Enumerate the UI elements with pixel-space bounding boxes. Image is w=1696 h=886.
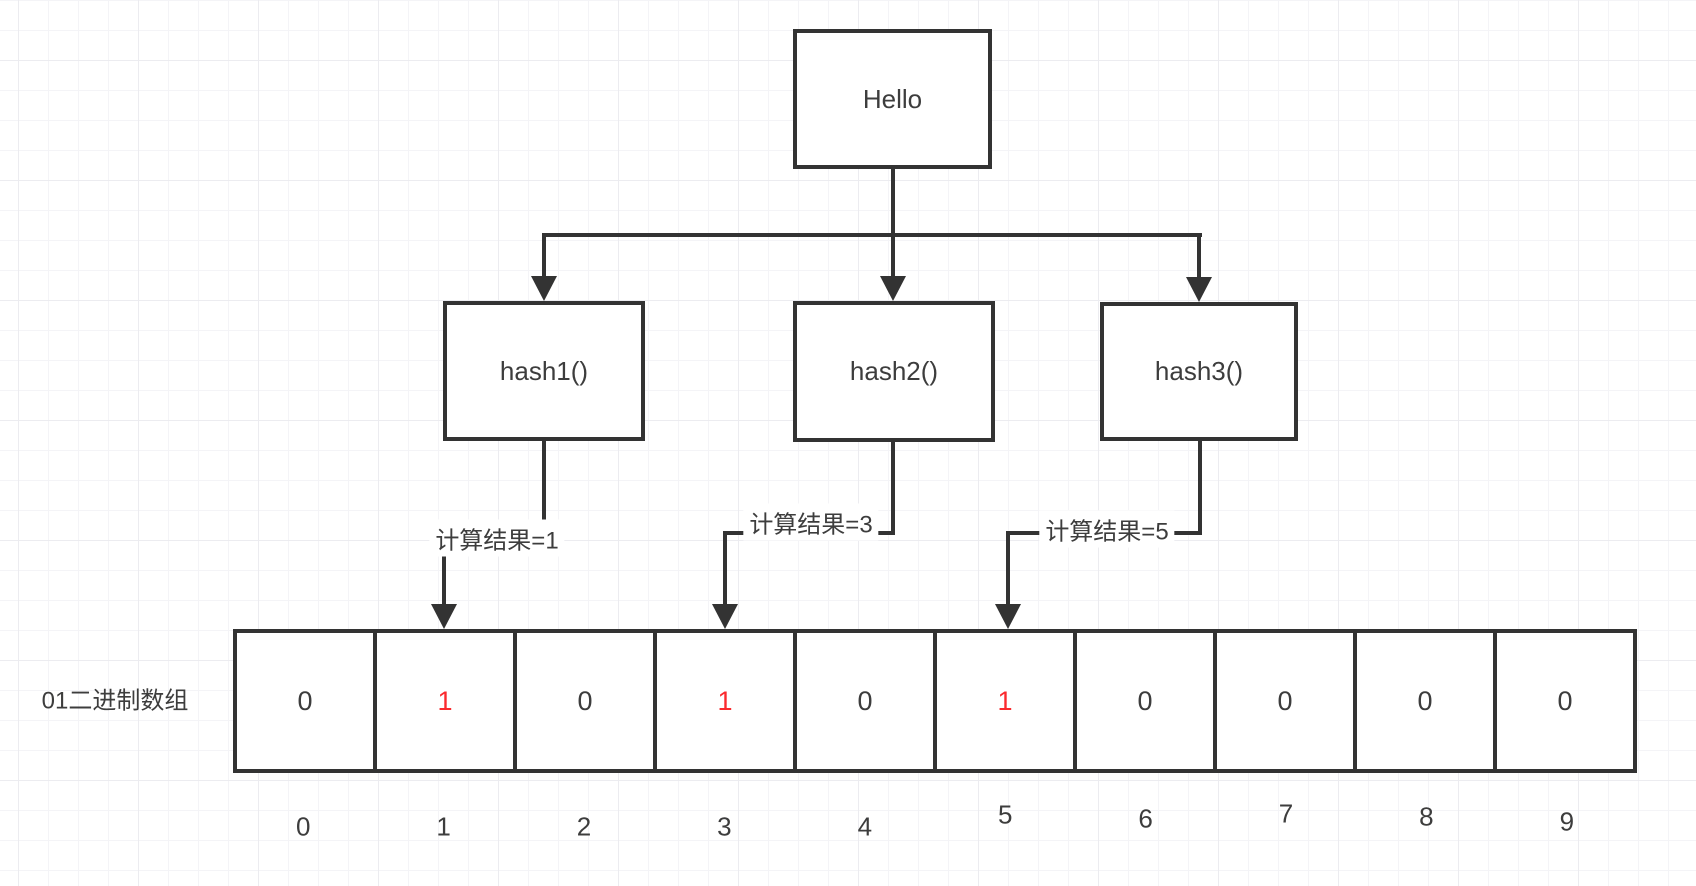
hash1-result-label: 计算结果=1 bbox=[429, 519, 565, 557]
hello-box-label: Hello bbox=[862, 83, 923, 114]
bit-array: 0 1 0 1 0 1 0 0 0 0 bbox=[233, 629, 1637, 773]
hash3-box-label: hash3() bbox=[1154, 356, 1244, 386]
bit-cell-2: 0 bbox=[513, 633, 653, 769]
bit-cell-1: 1 bbox=[373, 633, 513, 769]
bit-cell-value: 0 bbox=[297, 685, 313, 716]
hash2-connector-v1 bbox=[891, 442, 895, 535]
bit-cell-3: 1 bbox=[653, 633, 793, 769]
arrow-to-hash1-shaft bbox=[542, 233, 546, 279]
arrowhead-into-cell1 bbox=[431, 604, 457, 629]
index-label-5: 5 bbox=[997, 799, 1013, 830]
arrow-to-hash2-shaft bbox=[891, 233, 895, 279]
distribution-rail bbox=[542, 233, 1202, 237]
hash3-result-label: 计算结果=5 bbox=[1039, 510, 1175, 548]
bit-cell-8: 0 bbox=[1353, 633, 1493, 769]
hash2-connector-v2 bbox=[723, 531, 727, 607]
index-label-7: 7 bbox=[1278, 798, 1294, 829]
bit-cell-4: 0 bbox=[793, 633, 933, 769]
arrowhead-into-hash3 bbox=[1186, 277, 1212, 302]
arrowhead-into-hash2 bbox=[880, 276, 906, 301]
bit-cell-value: 0 bbox=[1557, 685, 1573, 716]
bit-cell-value: 0 bbox=[857, 685, 873, 716]
hash1-box: hash1() bbox=[443, 301, 645, 441]
bit-cell-value: 0 bbox=[1137, 685, 1153, 716]
index-label-8: 8 bbox=[1419, 801, 1434, 832]
hash1-box-label: hash1() bbox=[499, 355, 589, 386]
index-label-0: 0 bbox=[295, 811, 311, 842]
bit-cell-value: 0 bbox=[1417, 685, 1433, 716]
arrowhead-into-cell5 bbox=[995, 604, 1021, 629]
bit-array-caption: 01二进制数组 bbox=[41, 687, 189, 715]
bit-cell-6: 0 bbox=[1073, 633, 1213, 769]
index-label-9: 9 bbox=[1559, 806, 1575, 837]
hash2-box-label: hash2() bbox=[849, 356, 939, 386]
bit-cell-value: 1 bbox=[997, 685, 1013, 716]
index-label-4: 4 bbox=[857, 811, 873, 842]
arrowhead-into-hash1 bbox=[531, 276, 557, 301]
bit-cell-7: 0 bbox=[1213, 633, 1353, 769]
bit-cell-value: 1 bbox=[717, 685, 733, 716]
hello-box: Hello bbox=[793, 29, 992, 169]
bit-cell-0: 0 bbox=[237, 633, 373, 769]
index-label-6: 6 bbox=[1138, 803, 1153, 834]
hash2-box: hash2() bbox=[793, 301, 995, 442]
bit-cell-5: 1 bbox=[933, 633, 1073, 769]
bit-cell-value: 0 bbox=[577, 685, 593, 716]
hash3-connector-v1 bbox=[1198, 441, 1202, 535]
index-label-1: 1 bbox=[436, 811, 451, 842]
index-label-3: 3 bbox=[717, 811, 732, 842]
hash3-box: hash3() bbox=[1100, 302, 1298, 441]
index-label-2: 2 bbox=[576, 811, 592, 842]
arrowhead-into-cell3 bbox=[712, 604, 738, 629]
hash1-connector-v2 bbox=[442, 531, 446, 607]
bit-cell-9: 0 bbox=[1493, 633, 1633, 769]
bit-cell-value: 1 bbox=[437, 685, 453, 716]
hash3-connector-v2 bbox=[1006, 531, 1010, 607]
hash1-connector-v1 bbox=[542, 441, 546, 535]
hash2-result-label: 计算结果=3 bbox=[743, 503, 879, 541]
bit-cell-value: 0 bbox=[1277, 685, 1293, 716]
hello-down-line bbox=[891, 169, 895, 237]
arrow-to-hash3-shaft bbox=[1197, 233, 1201, 279]
